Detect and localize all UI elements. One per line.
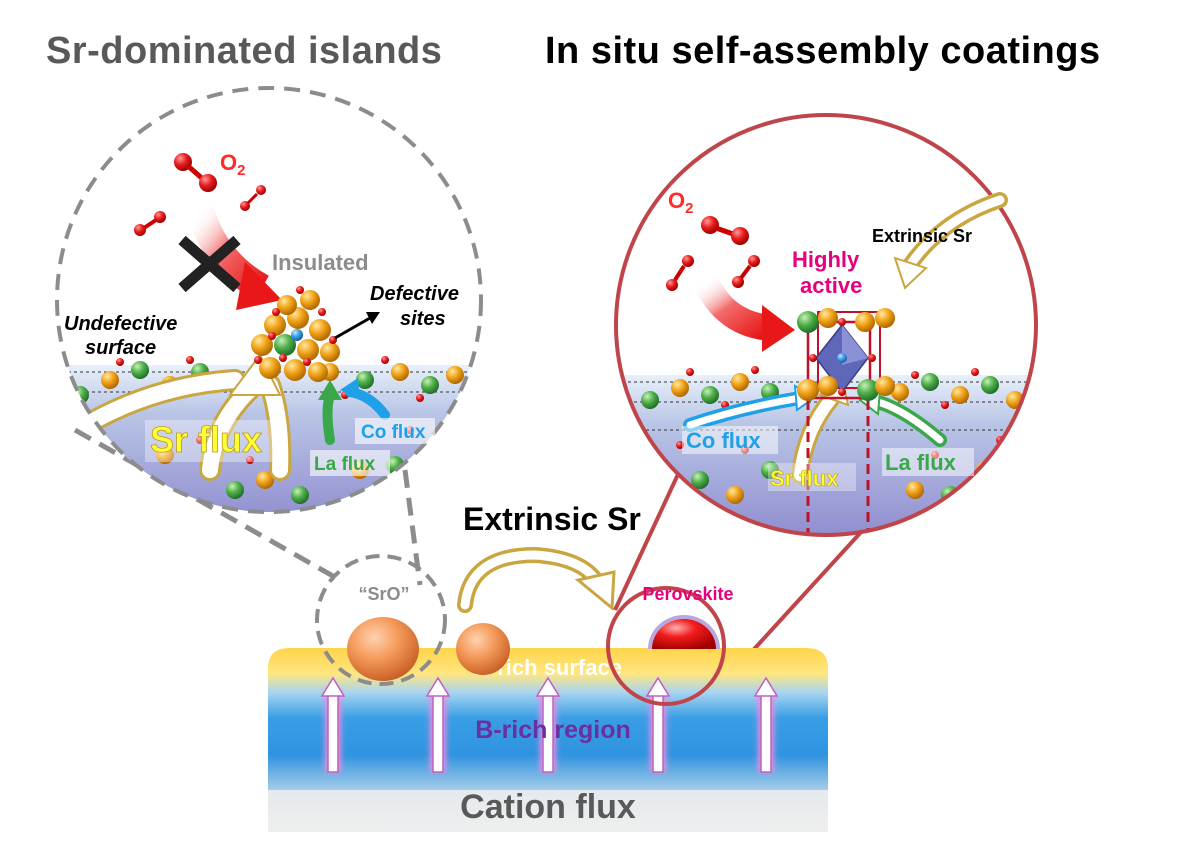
b-rich-region-label: B-rich region	[475, 716, 631, 744]
sro-island-large	[347, 617, 419, 681]
highly-active-line1: Highly	[792, 247, 860, 272]
left-la-flux-label: La flux	[314, 454, 376, 475]
zoom-line-right-lower	[613, 469, 682, 611]
sro-island-small	[456, 623, 510, 675]
right-sr-flux-label: Sr flux	[770, 466, 839, 491]
left-co-flux-label: Co flux	[361, 422, 426, 443]
right-co-flux-label: Co flux	[686, 428, 761, 453]
insulated-label: Insulated	[272, 250, 369, 275]
undefective-label-line1: Undefective	[64, 313, 177, 335]
cation-flux-arrows	[320, 676, 779, 773]
defective-label-line2: sites	[400, 308, 446, 330]
perovskite-label: Perovskite	[642, 584, 733, 604]
right-o2-label: O2	[668, 188, 693, 217]
sro-dashed-circle	[315, 554, 447, 686]
sro-label: “SrO”	[358, 584, 409, 604]
defective-sites-pointer	[334, 316, 371, 340]
title-right: In situ self-assembly coatings	[545, 30, 1101, 72]
perovskite-particle	[652, 619, 716, 649]
right-extrinsic-sr-label: Extrinsic Sr	[872, 226, 972, 246]
perovskite-unit-cell	[797, 308, 895, 401]
cation-flux-label: Cation flux	[460, 788, 636, 826]
right-o2-molecules	[666, 216, 760, 291]
sr-island-cluster	[251, 286, 340, 382]
extrinsic-sr-arrow	[457, 546, 616, 613]
highly-active-line2: active	[800, 273, 862, 298]
left-sr-flux-label: Sr flux	[150, 419, 262, 460]
perovskite-zoom-circle	[606, 586, 726, 706]
left-la-flux-arrow	[322, 390, 335, 445]
left-dashed-circle	[55, 86, 483, 514]
defective-label-line1: Defective	[370, 283, 459, 305]
right-solid-circle	[614, 113, 1038, 537]
title-left: Sr-dominated islands	[46, 30, 443, 72]
extrinsic-sr-label: Extrinsic Sr	[463, 501, 641, 537]
left-sr-flux-arrows	[84, 353, 292, 481]
zoom-line-left-lower	[73, 427, 342, 583]
left-zoom-panel: O2	[55, 86, 483, 514]
undefective-label-line2: surface	[85, 337, 156, 359]
right-la-flux-label: La flux	[885, 450, 957, 475]
left-o2-molecules	[134, 153, 266, 236]
left-o2-label: O2	[220, 150, 245, 179]
blocked-x-icon	[178, 235, 241, 293]
